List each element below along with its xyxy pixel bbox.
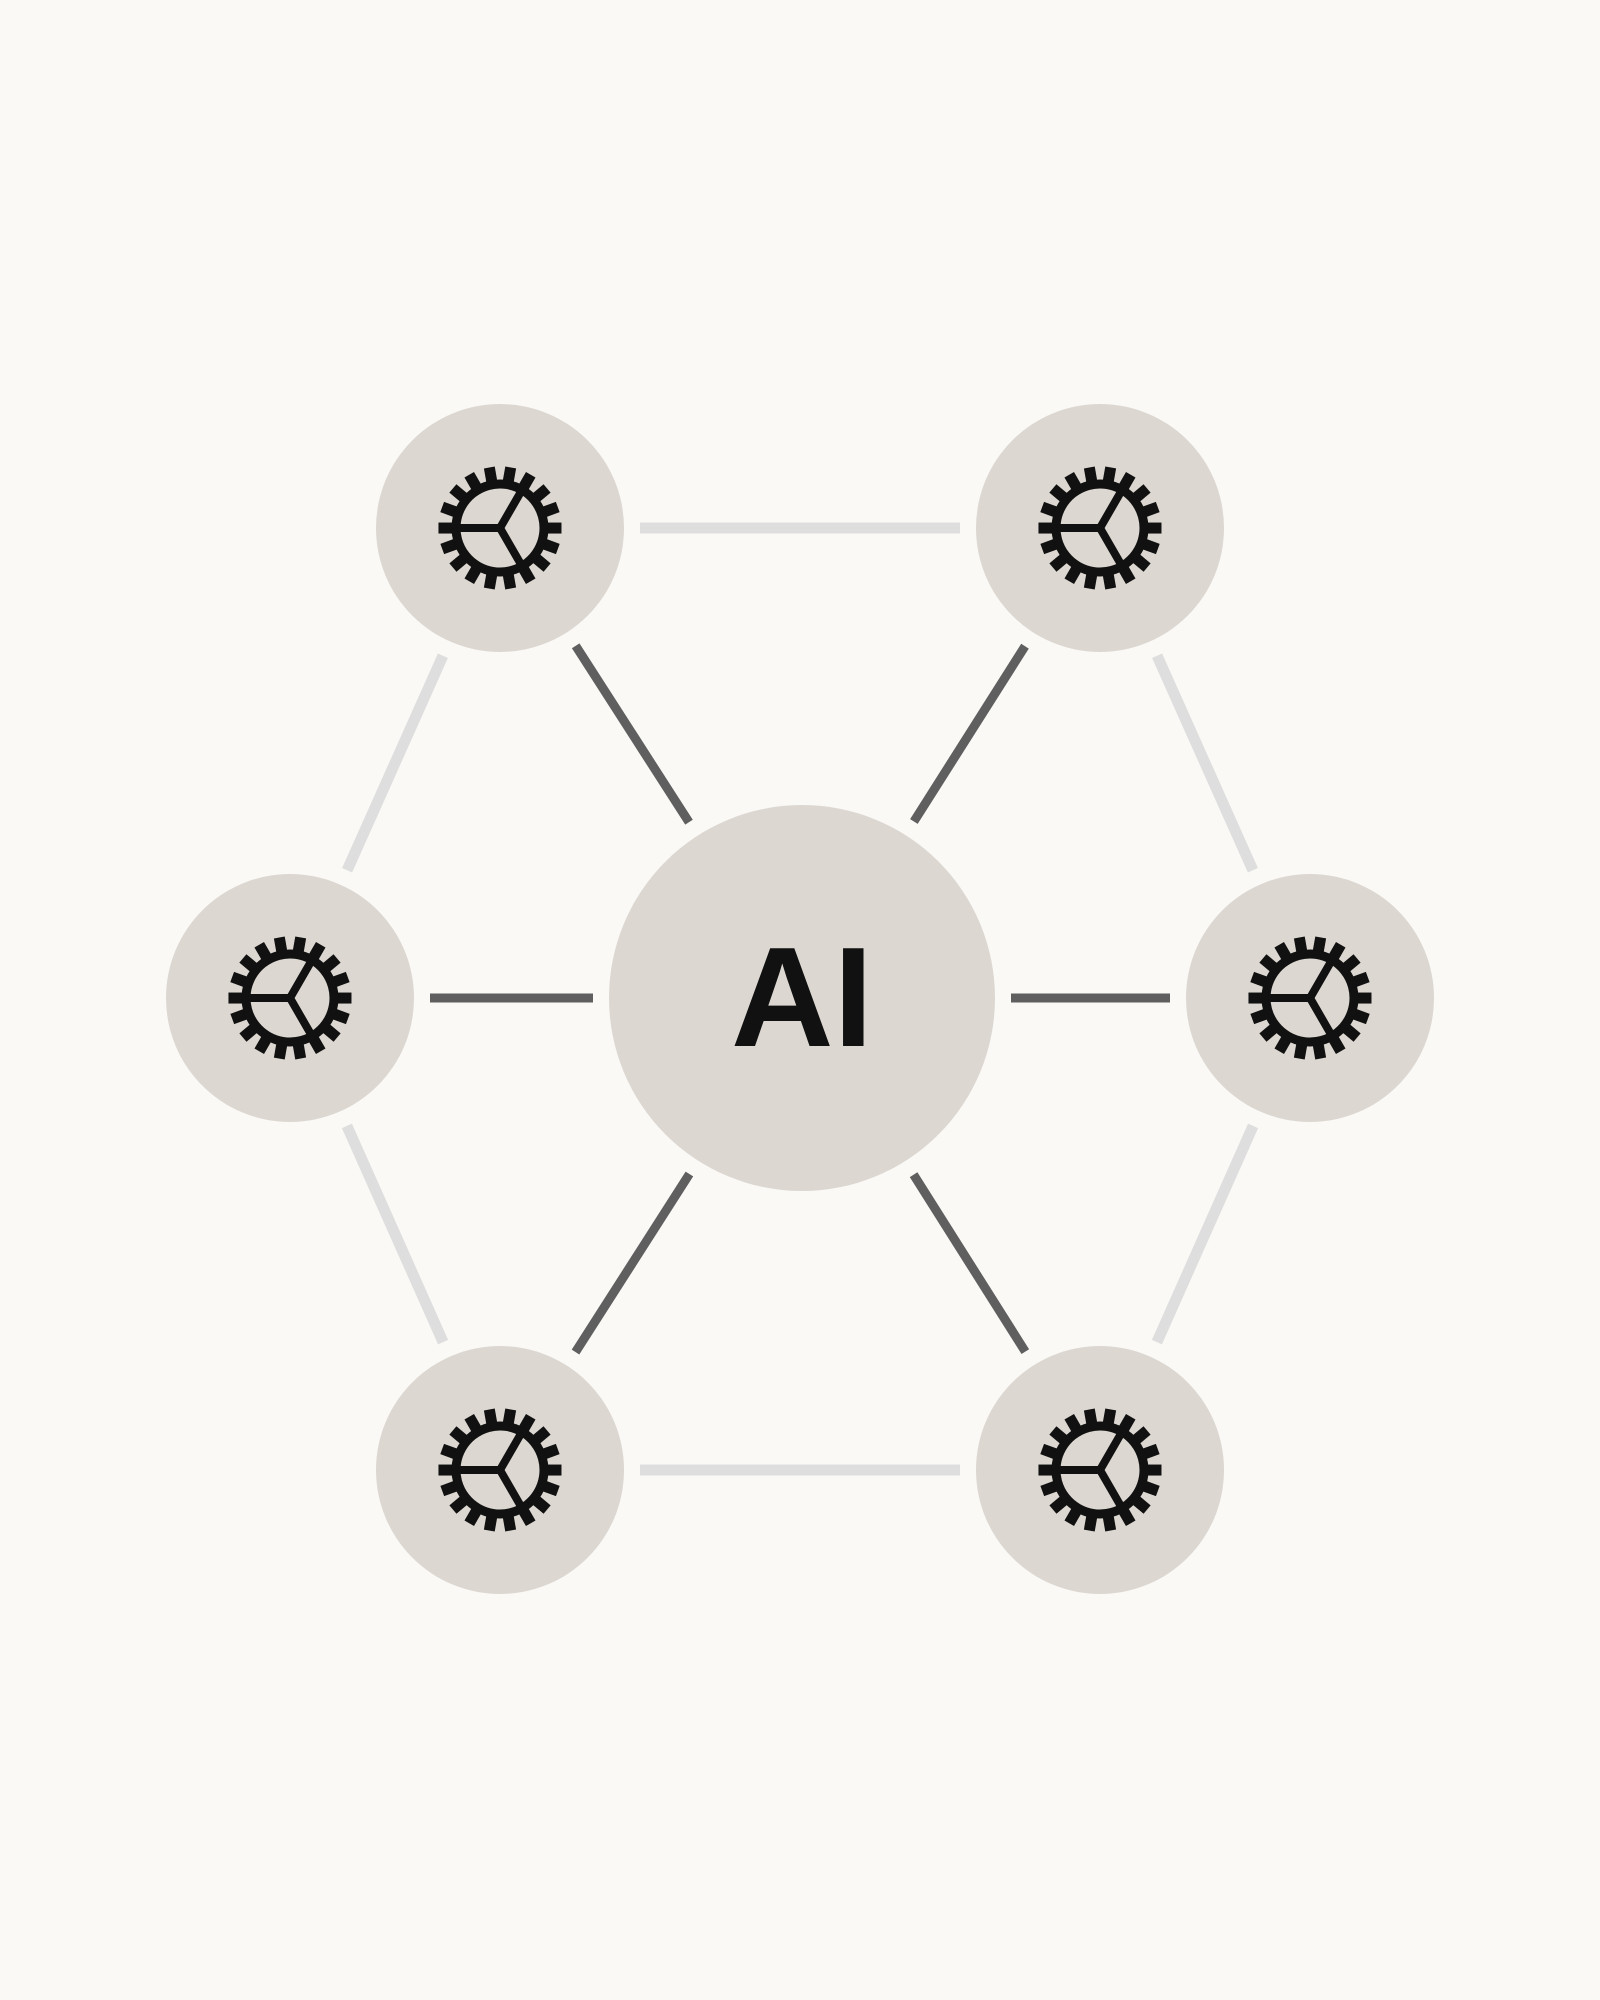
gear-node [166, 874, 414, 1122]
gear-node [976, 404, 1224, 652]
ai-hub-label: AI [731, 918, 873, 1077]
gear-node [376, 1346, 624, 1594]
gear-icon [438, 466, 562, 590]
spoke-connection-line [571, 643, 693, 825]
gear-node [976, 1346, 1224, 1594]
ring-connection-line [342, 653, 448, 873]
gear-icon [1038, 1408, 1162, 1532]
gear-icon [438, 1408, 562, 1532]
ring-connection-line [1152, 653, 1258, 873]
spoke-connections [430, 643, 1170, 1355]
gear-nodes [166, 404, 1434, 1594]
gear-node [1186, 874, 1434, 1122]
spoke-connection-line [910, 643, 1029, 824]
gear-icon [228, 936, 352, 1060]
spoke-connection-line [909, 1172, 1030, 1355]
gear-icon [1248, 936, 1372, 1060]
ring-connection-line [341, 1123, 449, 1345]
spoke-connection-line [571, 1171, 694, 1355]
ring-connection-line [1151, 1123, 1259, 1345]
gear-node [376, 404, 624, 652]
ring-connections [341, 522, 1259, 1476]
gear-icon [1038, 466, 1162, 590]
ai-hub: AI [609, 805, 995, 1191]
ai-hub-circle [609, 805, 995, 1191]
